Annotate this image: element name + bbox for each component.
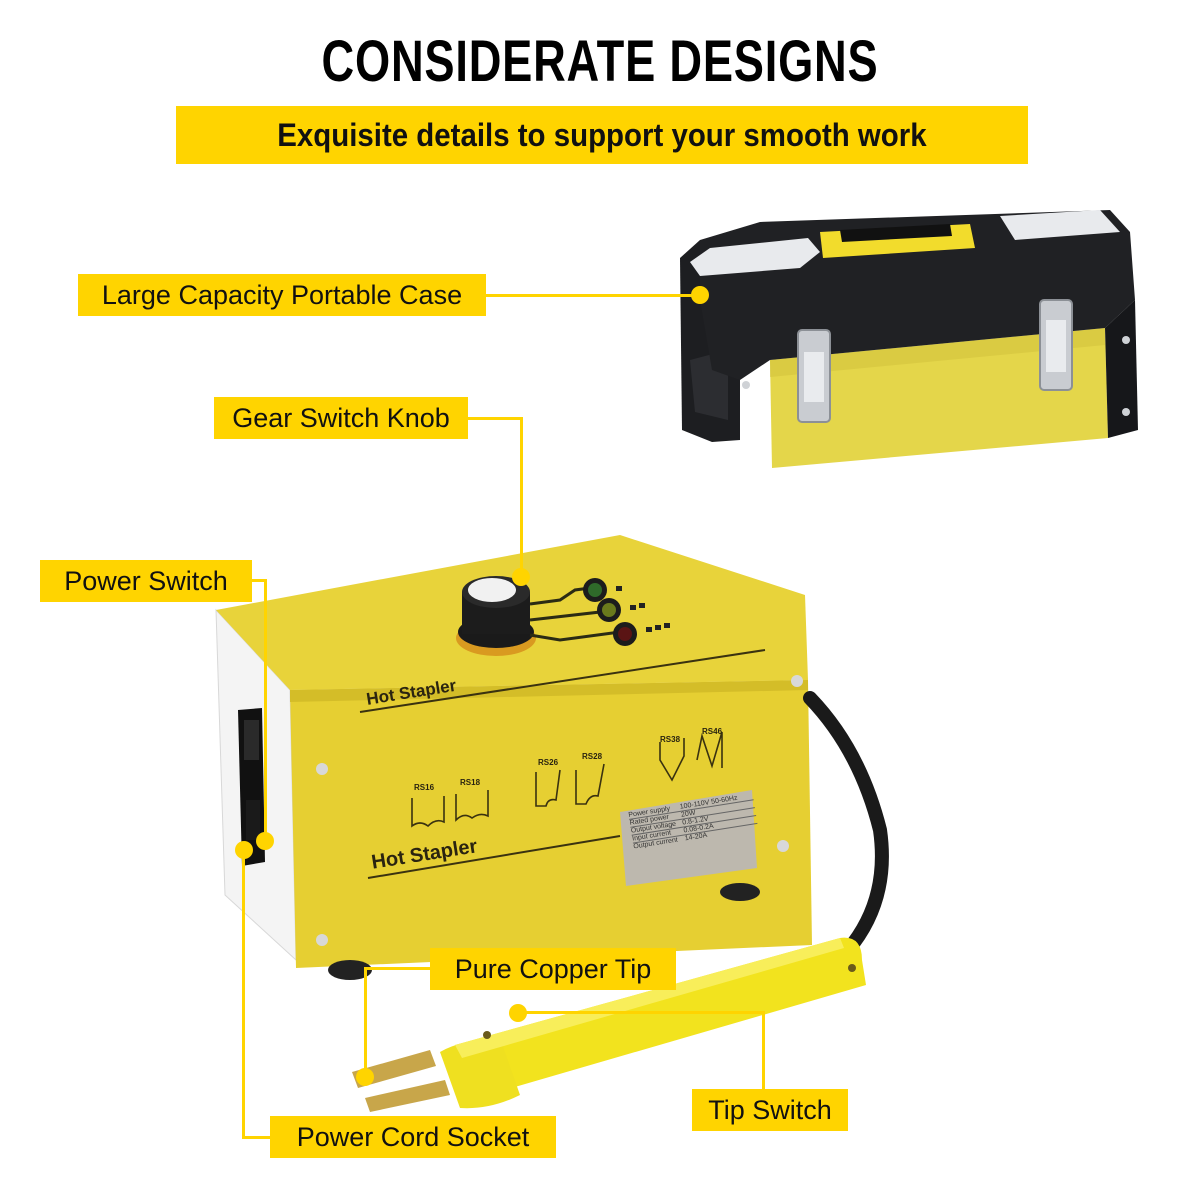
power-switch-leader-v <box>264 579 267 841</box>
staple-label-rs18: RS18 <box>460 778 481 787</box>
copper-tip-leader-v <box>364 967 367 1077</box>
subtitle-banner: Exquisite details to support your smooth… <box>176 106 1028 164</box>
callout-socket: Power Cord Socket <box>270 1116 556 1158</box>
socket-leader-v <box>242 850 245 1138</box>
callout-copper-tip-label: Pure Copper Tip <box>454 953 652 984</box>
callout-tip-switch-label: Tip Switch <box>708 1094 832 1125</box>
case-marker <box>691 286 709 304</box>
staple-label-rs38: RS38 <box>660 735 681 744</box>
tip-switch-leader-h <box>518 1011 764 1014</box>
copper-tip-marker <box>356 1068 374 1086</box>
knob-marker <box>512 568 530 586</box>
callout-knob: Gear Switch Knob <box>214 397 468 439</box>
power-cable <box>803 691 889 957</box>
subtitle-text: Exquisite details to support your smooth… <box>277 116 927 153</box>
tool-case <box>680 210 1138 468</box>
callout-power-switch: Power Switch <box>40 560 252 602</box>
tip-switch-leader-v <box>762 1011 765 1091</box>
copper-tip-leader-h <box>364 967 434 970</box>
callout-knob-label: Gear Switch Knob <box>232 402 450 433</box>
callout-socket-label: Power Cord Socket <box>296 1121 530 1152</box>
stapler-handle <box>352 937 866 1112</box>
staple-label-rs16: RS16 <box>414 783 435 792</box>
callout-copper-tip: Pure Copper Tip <box>430 948 676 990</box>
power-switch-leader-h <box>252 579 266 582</box>
callout-case: Large Capacity Portable Case <box>78 274 486 316</box>
callout-power-switch-label: Power Switch <box>64 565 228 596</box>
staple-label-rs26: RS26 <box>538 758 559 767</box>
case-leader-line <box>485 294 695 297</box>
knob-leader-v <box>520 417 523 577</box>
staple-label-rs46: RS46 <box>702 727 723 736</box>
knob-leader-h <box>468 417 522 420</box>
callout-tip-switch: Tip Switch <box>692 1089 848 1131</box>
socket-leader-h <box>242 1136 272 1139</box>
power-switch-marker <box>256 832 274 850</box>
page-title: CONSIDERATE DESIGNS <box>321 29 879 94</box>
hot-stapler-unit <box>215 535 812 980</box>
callout-case-label: Large Capacity Portable Case <box>101 279 463 310</box>
staple-label-rs28: RS28 <box>582 752 603 761</box>
